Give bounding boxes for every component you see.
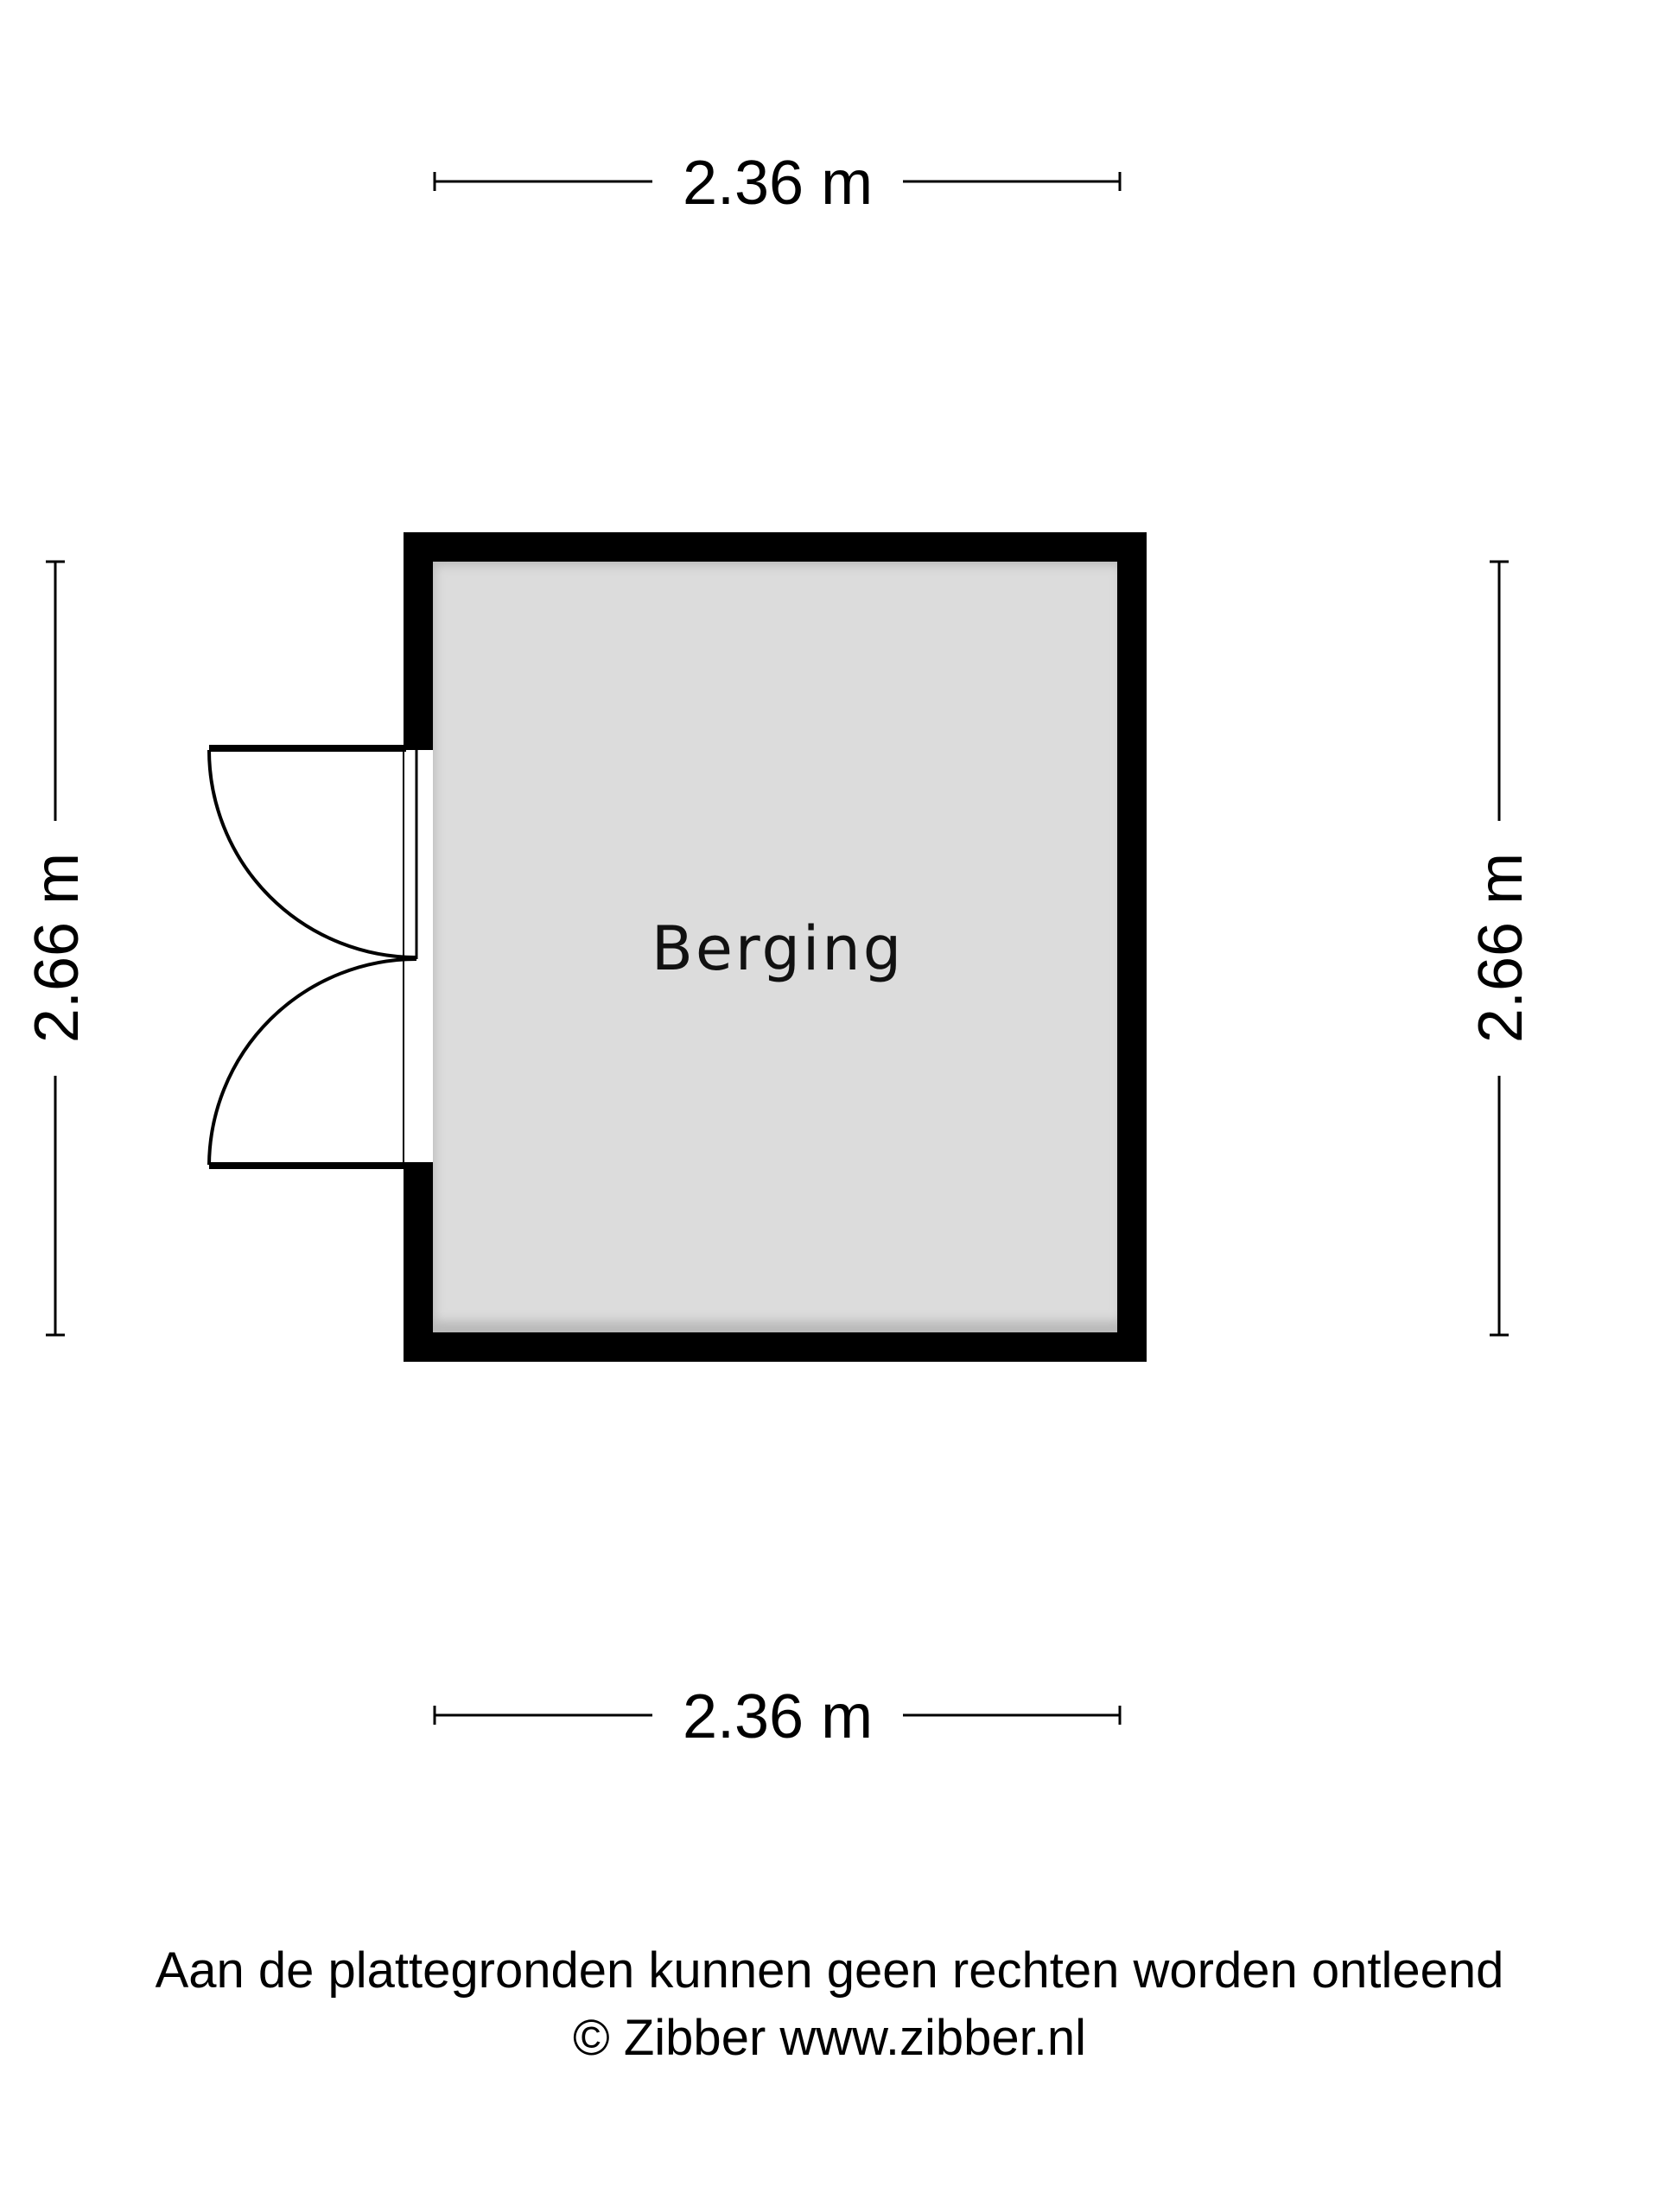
dimension-top-label: 2.36 m <box>683 149 873 218</box>
dimension-right-label: 2.66 m <box>1466 853 1535 1043</box>
dimension-left: 2.66 m <box>22 560 92 1337</box>
dimension-bottom: 2.36 m <box>433 1682 1122 1751</box>
dimension-top: 2.36 m <box>433 149 1122 218</box>
room-label: Berging <box>652 913 904 984</box>
dimension-left-label: 2.66 m <box>22 853 92 1043</box>
dimension-bottom-label: 2.36 m <box>683 1682 873 1751</box>
dimension-right: 2.66 m <box>1466 560 1535 1337</box>
disclaimer-text: Aan de plattegronden kunnen geen rechten… <box>155 1942 1504 1999</box>
copyright-text: © Zibber www.zibber.nl <box>573 2010 1086 2066</box>
double-door <box>207 745 417 1169</box>
walls <box>404 532 1147 1362</box>
room-floor <box>423 553 1133 1333</box>
